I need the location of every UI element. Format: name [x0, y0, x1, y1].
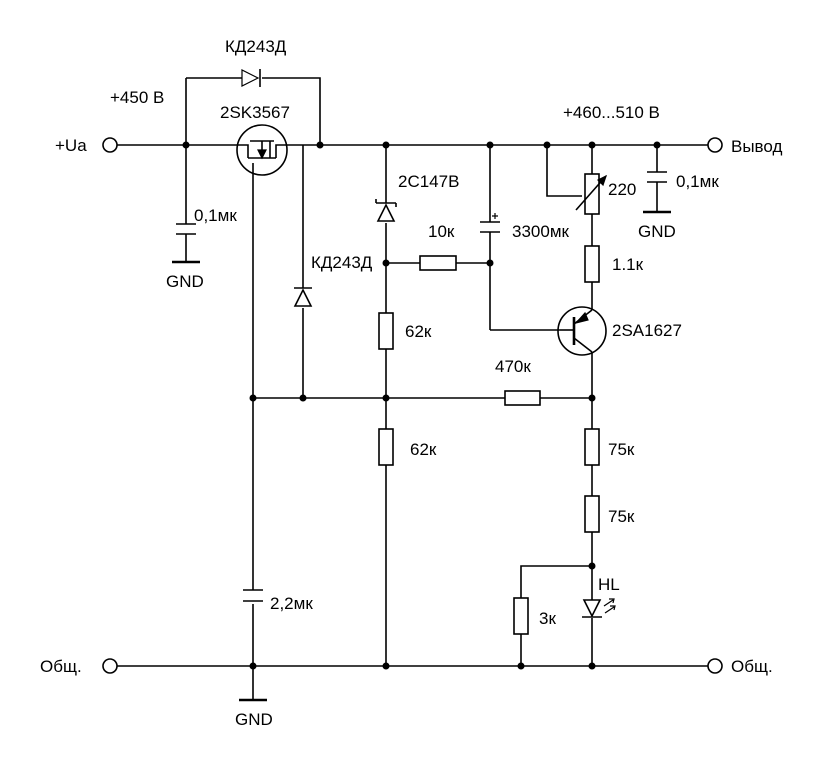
wires — [117, 77, 708, 700]
junction-dots — [182, 141, 661, 670]
diode-protect — [293, 287, 313, 307]
vout-terminal — [707, 137, 723, 153]
vout-terminal-label: Вывод — [731, 137, 782, 156]
r-470k-label: 470к — [495, 357, 531, 376]
r-1k1-label: 1.1к — [612, 255, 644, 274]
diode-top — [241, 69, 261, 87]
transistor-label: 2SA1627 — [612, 321, 682, 340]
common-left-label: Общ. — [40, 657, 82, 676]
capacitor-output — [647, 171, 667, 183]
common-left-terminal — [102, 658, 118, 674]
resistor-10k — [419, 255, 457, 271]
transistor-2sa1627 — [557, 306, 607, 356]
c-input-label: 0,1мк — [194, 206, 237, 225]
capacitor-gate — [243, 589, 263, 602]
gnd-bottom-label: GND — [235, 710, 273, 729]
resistor-75k-lower — [584, 495, 600, 533]
led-label: HL — [598, 575, 620, 594]
gnd-input-label: GND — [166, 272, 204, 291]
voltage-out-label: +460...510 В — [563, 103, 660, 122]
r-62k-upper-label: 62к — [405, 322, 432, 341]
resistor-470k — [504, 390, 541, 406]
gnd-output-label: GND — [638, 222, 676, 241]
common-right-label: Общ. — [731, 657, 773, 676]
r-3k-label: 3к — [539, 609, 556, 628]
zener-diode — [375, 199, 397, 222]
zener-label: 2С147В — [398, 172, 459, 191]
capacitor-3300 — [480, 213, 500, 233]
diode-top-label: КД243Д — [225, 37, 287, 56]
resistor-3k — [513, 597, 529, 635]
resistor-1k1 — [584, 245, 600, 283]
mosfet-label: 2SK3567 — [220, 103, 290, 122]
resistor-62k-upper — [378, 312, 394, 350]
c-main-label: 3300мк — [512, 222, 570, 241]
voltage-in-label: +450 В — [110, 88, 164, 107]
vin-terminal — [102, 137, 118, 153]
mosfet-2sk3567 — [236, 124, 290, 176]
trimmer-label: 220 — [608, 180, 636, 199]
text-labels: КД243Д +450 В 2SK3567 +460...510 В +Ua В… — [40, 37, 782, 729]
capacitor-input — [176, 223, 196, 235]
common-right-terminal — [707, 658, 723, 674]
led-hl — [582, 590, 616, 618]
r-75k-lower-label: 75к — [608, 507, 635, 526]
resistor-75k-upper — [584, 428, 600, 466]
c-output-label: 0,1мк — [676, 172, 719, 191]
diode-protect-label: КД243Д — [311, 253, 373, 272]
c-gate-label: 2,2мк — [270, 594, 313, 613]
vin-terminal-label: +Ua — [55, 136, 87, 155]
r-75k-upper-label: 75к — [608, 440, 635, 459]
r-10k-label: 10к — [428, 222, 455, 241]
r-62k-lower-label: 62к — [410, 440, 437, 459]
resistor-62k-lower — [378, 428, 394, 466]
trimmer-220 — [575, 173, 608, 215]
